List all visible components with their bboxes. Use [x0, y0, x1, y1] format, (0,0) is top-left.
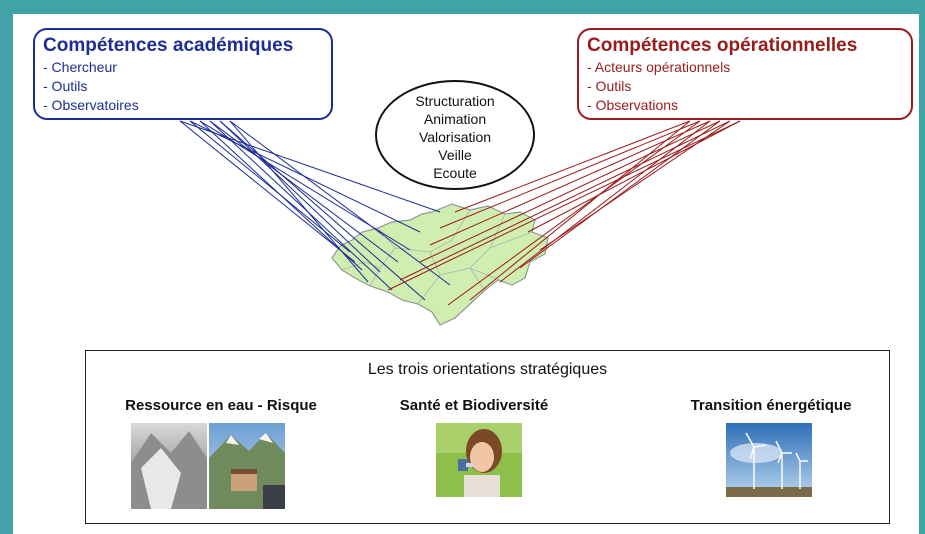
central-functions-circle: Structuration Animation Valorisation Vei… [375, 80, 535, 190]
academic-link-line [229, 120, 451, 286]
academic-item-tools: - Outils [43, 78, 88, 94]
department-borders [341, 209, 533, 305]
left-frame-bar [0, 0, 13, 534]
operational-link-line [447, 120, 701, 306]
function-animation: Animation [423, 111, 487, 127]
strategic-orientations-title: Les trois orientations stratégiques [367, 361, 608, 378]
academic-skills-title: Compétences académiques [43, 35, 294, 56]
function-veille: Veille [438, 147, 472, 163]
operational-skills-box: Compétences opérationnelles - Acteurs op… [577, 28, 913, 120]
academic-item-observatories: - Observatoires [43, 97, 139, 113]
operational-link-line [439, 120, 701, 229]
academic-link-line [219, 120, 381, 273]
academic-skills-box: Compétences académiques - Chercheur - Ou… [33, 28, 333, 120]
academic-item-researcher: - Chercheur [43, 59, 117, 75]
academic-link-line [219, 120, 426, 301]
function-structuration: Structuration [415, 93, 495, 109]
operational-link-line [539, 120, 731, 251]
orientation-health-biodiversity: Santé et Biodiversité [374, 397, 574, 497]
operational-link-line [499, 120, 711, 283]
operational-link-line [429, 120, 711, 246]
operational-item-actors: - Acteurs opérationnels [587, 59, 731, 75]
academic-link-line [229, 120, 369, 283]
function-ecoute: Ecoute [433, 165, 477, 181]
academic-link-line [209, 120, 399, 263]
academic-link-line [179, 120, 441, 213]
academic-link-line [189, 120, 351, 253]
operational-item-observations: - Observations [587, 97, 679, 113]
child-inhaler-photo [436, 423, 522, 497]
academic-link-line [179, 120, 356, 263]
operational-link-line [454, 120, 691, 213]
operational-skills-title: Compétences opérationnelles [587, 35, 858, 56]
operational-link-line [519, 120, 721, 269]
operational-link-line [527, 120, 741, 233]
operational-link-line [419, 120, 721, 263]
top-frame-bar [0, 0, 925, 14]
operational-link-lines [387, 120, 741, 306]
orientation-energy-label: Transition énergétique [690, 397, 852, 414]
orientation-water-risk-label: Ressource en eau - Risque [125, 397, 317, 414]
mountain-glacier-photo [131, 423, 285, 509]
academic-link-line [199, 120, 363, 271]
academic-link-lines [179, 120, 451, 301]
orientation-health-label: Santé et Biodiversité [399, 397, 549, 414]
right-frame-bar [919, 0, 925, 534]
orientation-energy-transition: Transition énergétique [651, 397, 891, 497]
orientation-water-risk: Ressource en eau - Risque [96, 397, 346, 509]
academic-link-line [209, 120, 393, 291]
wind-turbines-photo [726, 423, 812, 497]
function-valorisation: Valorisation [418, 129, 492, 145]
strategic-orientations-box: Les trois orientations stratégiques Ress… [85, 350, 890, 524]
operational-item-tools: - Outils [587, 78, 632, 94]
operational-link-line [469, 120, 691, 301]
